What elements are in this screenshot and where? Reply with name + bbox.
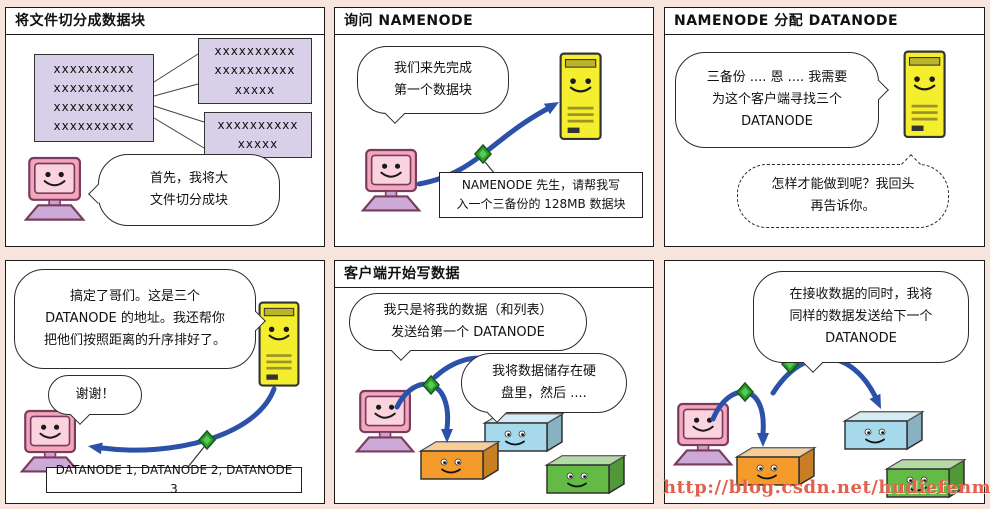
file-block-text: xxxxxxxxxx xxxxxxxxxx xxxxxxxxxx xxxxxxx… [53,61,135,134]
panel-datanode-list: 搞定了哥们。这是三个 DATANODE 的地址。我还帮你 把他们按照距离的升序排… [5,260,325,504]
panel-assign-datanode: NAMENODE 分配 DATANODE 三备份 .... 恩 .... 我需要… [664,7,985,247]
split-line [153,53,199,83]
file-block-text: xxxxxxxxxx xxxxx [217,117,299,151]
client-speech-bubble: 我只是将我的数据（和列表） 发送给第一个 DATANODE [349,293,587,351]
split-line [153,83,199,97]
replica-diamond-icon [198,430,216,450]
namenode-server-icon [258,301,300,387]
bubble-text: 三备份 .... 恩 .... 我需要 为这个客户端寻找三个 DATANODE [706,69,848,130]
label-text: NAMENODE 先生，请帮我写 入一个三备份的 128MB 数据块 [456,178,626,211]
panel-title: 将文件切分成数据块 [6,8,324,35]
bubble-text: 首先，我将大 文件切分成块 [149,170,228,208]
bubble-text: 我将数据储存在硬 盘里，然后 .... [491,363,596,401]
arrowhead [441,429,453,443]
panel4-artwork [20,301,300,473]
namenode-speech-bubble: 三备份 .... 恩 .... 我需要 为这个客户端寻找三个 DATANODE [675,52,879,148]
bubble-text: 在接收数据的同时，我将 同样的数据发送给下一个 DATANODE [789,286,933,347]
client-speech-bubble: 首先，我将大 文件切分成块 [98,154,280,226]
client-computer-icon [361,148,421,212]
namenode-speech-bubble: 搞定了哥们。这是三个 DATANODE 的地址。我还帮你 把他们按照距离的升序排… [14,269,256,369]
panel-title: 客户端开始写数据 [335,261,653,288]
bubble-text: 谢谢！ [75,386,115,402]
client-computer-icon [673,402,733,466]
client-computer-icon [24,156,85,221]
file-block-text: xxxxxxxxxx xxxxxxxxxx xxxxx [214,44,296,97]
arrowhead [543,102,559,115]
arrowhead [757,433,769,447]
namenode-server-icon [903,50,946,139]
client-thanks-bubble: 谢谢！ [48,375,142,415]
panel1-artwork [24,53,205,221]
client-computer-icon [355,389,415,453]
datanode-list-box: DATANODE 1, DATANODE 2, DATANODE 3 [46,463,302,496]
arrowhead [88,442,103,455]
client-speech-bubble: 我们来先完成 第一个数据块 [357,46,509,114]
bubble-text: 搞定了哥们。这是三个 DATANODE 的地址。我还帮你 把他们按照距离的升序排… [43,288,226,349]
file-block-2: xxxxxxxxxx xxxxx [204,112,312,158]
panel-forward-data: 在接收数据的同时，我将 同样的数据发送给下一个 DATANODE [664,260,985,504]
split-line [153,105,205,123]
file-block-1: xxxxxxxxxx xxxxxxxxxx xxxxx [198,38,312,104]
panel-title: NAMENODE 分配 DATANODE [665,8,984,35]
datanode3-box-icon [546,455,625,494]
panel-split-file: 将文件切分成数据块 xxxxxxxxxx xxxxxxxxxx xxxxxxxx… [5,7,325,247]
callout-line [187,446,205,468]
bubble-text: 我们来先完成 第一个数据块 [393,60,472,98]
datanode2-box-icon [844,411,923,450]
namenode-thought-bubble: 怎样才能做到呢？我回头 再告诉你。 [737,164,949,228]
panel-ask-namenode: 询问 NAMENODE 我们来先完成 第一个数据块 NAMENODE 先生，请帮… [334,7,654,247]
namenode-server-icon [559,52,602,141]
bubble-text: 怎样才能做到呢？我回头 再告诉你。 [771,176,915,214]
arrowhead [869,393,881,409]
panel-write-data: 客户端开始写数据 我只是将我的数据（和列表） 发送给第一个 DATANODE 我… [334,260,654,504]
watermark: http://blog.csdn.net/hudiefenmu [663,477,990,498]
datanode1-box-icon [420,441,499,480]
datanode-speech-bubble: 在接收数据的同时，我将 同样的数据发送给下一个 DATANODE [753,271,969,363]
replica-diamond-icon [736,382,754,402]
label-text: DATANODE 1, DATANODE 2, DATANODE 3 [55,463,293,496]
request-label-box: NAMENODE 先生，请帮我写 入一个三备份的 128MB 数据块 [439,172,643,218]
datanode-speech-bubble: 我将数据储存在硬 盘里，然后 .... [461,353,627,413]
panel-title: 询问 NAMENODE [335,8,653,35]
file-block-large: xxxxxxxxxx xxxxxxxxxx xxxxxxxxxx xxxxxxx… [34,54,154,142]
split-line [153,117,205,149]
bubble-text: 我只是将我的数据（和列表） 发送给第一个 DATANODE [383,302,553,340]
